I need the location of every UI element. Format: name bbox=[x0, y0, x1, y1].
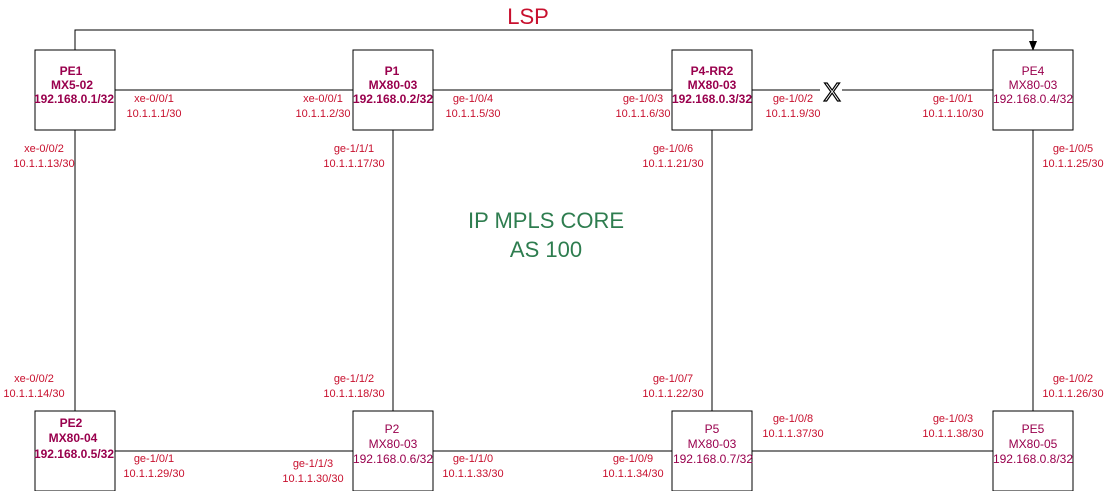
node-p5[interactable]: P5 MX80-03 192.168.0.7/32 bbox=[671, 410, 753, 491]
port-pe1-p1-b-ip: 10.1.1.2/30 bbox=[295, 108, 350, 120]
port-p1-p4-b-ip: 10.1.1.6/30 bbox=[615, 108, 670, 120]
node-p2-model: MX80-03 bbox=[369, 437, 418, 451]
node-pe5[interactable]: PE5 MX80-05 192.168.0.8/32 bbox=[992, 410, 1074, 491]
port-label: ge-1/0/4 10.1.1.5/30 bbox=[445, 93, 500, 120]
node-p4-rr2[interactable]: P4-RR2 MX80-03 192.168.0.3/32 bbox=[671, 49, 753, 131]
node-pe4[interactable]: PE4 MX80-03 192.168.0.4/32 bbox=[992, 49, 1074, 131]
port-label: ge-1/1/2 10.1.1.18/30 bbox=[323, 373, 384, 400]
port-p4-p5-b-ip: 10.1.1.22/30 bbox=[642, 388, 703, 400]
port-label: ge-1/0/7 10.1.1.22/30 bbox=[642, 373, 703, 400]
port-label: ge-1/0/1 10.1.1.29/30 bbox=[123, 453, 184, 480]
port-p4-p5-a-ip: 10.1.1.21/30 bbox=[642, 158, 703, 170]
node-p4-name: P4-RR2 bbox=[691, 64, 734, 78]
port-pe1-pe2-b-iface: xe-0/0/2 bbox=[14, 373, 54, 385]
node-p2[interactable]: P2 MX80-03 192.168.0.6/32 bbox=[352, 410, 434, 491]
port-label: ge-1/0/2 10.1.1.26/30 bbox=[1042, 373, 1103, 400]
port-pe2-p2-a-iface: ge-1/0/1 bbox=[134, 453, 174, 465]
lsp-path bbox=[74, 29, 1037, 51]
port-p4-pe4-b-iface: ge-1/0/1 bbox=[933, 93, 973, 105]
port-label: ge-1/0/3 10.1.1.6/30 bbox=[615, 93, 670, 120]
node-p5-loopback: 192.168.0.7/32 bbox=[673, 452, 753, 466]
port-p5-pe5-b-ip: 10.1.1.38/30 bbox=[922, 428, 983, 440]
port-pe1-p1-a-iface: xe-0/0/1 bbox=[134, 93, 174, 105]
node-p2-name: P2 bbox=[385, 422, 400, 436]
port-pe1-pe2-a-ip: 10.1.1.13/30 bbox=[13, 158, 74, 170]
node-p5-name: P5 bbox=[705, 422, 720, 436]
port-p4-p5-b-iface: ge-1/0/7 bbox=[653, 373, 693, 385]
node-pe1-loopback: 192.168.0.1/32 bbox=[34, 92, 114, 106]
port-p1-p4-a-ip: 10.1.1.5/30 bbox=[445, 108, 500, 120]
port-p2-p5-a-ip: 10.1.1.33/30 bbox=[442, 468, 503, 480]
port-p1-p4-a-iface: ge-1/0/4 bbox=[453, 93, 493, 105]
port-p4-pe4-a-ip: 10.1.1.9/30 bbox=[765, 108, 820, 120]
port-p4-pe4-b-ip: 10.1.1.10/30 bbox=[922, 108, 983, 120]
node-pe2[interactable]: PE2 MX80-04 192.168.0.5/32 bbox=[34, 410, 116, 491]
port-label: xe-0/0/1 10.1.1.2/30 bbox=[295, 93, 350, 120]
node-p1-name: P1 bbox=[385, 64, 400, 78]
port-label: ge-1/0/5 10.1.1.25/30 bbox=[1042, 143, 1103, 170]
port-label: xe-0/0/2 10.1.1.14/30 bbox=[3, 373, 64, 400]
node-p1-model: MX80-03 bbox=[369, 78, 418, 92]
port-label: xe-0/0/1 10.1.1.1/30 bbox=[126, 93, 181, 120]
port-pe4-pe5-b-ip: 10.1.1.26/30 bbox=[1042, 388, 1103, 400]
link-break-mask bbox=[820, 80, 842, 102]
node-p4-loopback: 192.168.0.3/32 bbox=[672, 92, 752, 106]
port-pe1-p1-a-ip: 10.1.1.1/30 bbox=[126, 108, 181, 120]
port-pe4-pe5-a-ip: 10.1.1.25/30 bbox=[1042, 158, 1103, 170]
port-p1-p4-b-iface: ge-1/0/3 bbox=[623, 93, 663, 105]
node-pe1-name: PE1 bbox=[60, 64, 83, 78]
port-label: ge-1/0/1 10.1.1.10/30 bbox=[922, 93, 983, 120]
port-pe4-pe5-a-iface: ge-1/0/5 bbox=[1053, 143, 1093, 155]
port-label: ge-1/1/0 10.1.1.33/30 bbox=[442, 453, 503, 480]
port-p1-p2-b-iface: ge-1/1/2 bbox=[334, 373, 374, 385]
link-break-icon: X bbox=[823, 77, 840, 107]
lsp-label: LSP bbox=[507, 4, 549, 29]
node-pe4-name: PE4 bbox=[1022, 64, 1045, 78]
port-p1-p2-b-ip: 10.1.1.18/30 bbox=[323, 388, 384, 400]
port-p4-pe4-a-iface: ge-1/0/2 bbox=[773, 93, 813, 105]
core-label-line2: AS 100 bbox=[510, 237, 582, 262]
port-pe1-pe2-a-iface: xe-0/0/2 bbox=[24, 143, 64, 155]
node-p1[interactable]: P1 MX80-03 192.168.0.2/32 bbox=[352, 49, 434, 131]
port-p1-p2-a-iface: ge-1/1/1 bbox=[334, 143, 374, 155]
node-pe1[interactable]: PE1 MX5-02 192.168.0.1/32 bbox=[34, 49, 116, 131]
port-label: ge-1/0/2 10.1.1.9/30 bbox=[765, 93, 820, 120]
port-p2-p5-b-ip: 10.1.1.34/30 bbox=[602, 468, 663, 480]
node-pe4-model: MX80-03 bbox=[1009, 78, 1058, 92]
port-p1-p2-a-ip: 10.1.1.17/30 bbox=[323, 158, 384, 170]
port-p4-p5-a-iface: ge-1/0/6 bbox=[653, 143, 693, 155]
node-p2-loopback: 192.168.0.6/32 bbox=[353, 452, 433, 466]
port-pe4-pe5-b-iface: ge-1/0/2 bbox=[1053, 373, 1093, 385]
port-label: ge-1/0/8 10.1.1.37/30 bbox=[762, 413, 823, 440]
port-p5-pe5-a-iface: ge-1/0/8 bbox=[773, 413, 813, 425]
port-p2-p5-b-iface: ge-1/0/9 bbox=[613, 453, 653, 465]
core-label-line1: IP MPLS CORE bbox=[468, 208, 624, 233]
node-pe1-model: MX5-02 bbox=[51, 78, 93, 92]
port-label: xe-0/0/2 10.1.1.13/30 bbox=[13, 143, 74, 170]
port-pe2-p2-b-ip: 10.1.1.30/30 bbox=[282, 473, 343, 485]
port-p5-pe5-b-iface: ge-1/0/3 bbox=[933, 413, 973, 425]
port-p2-p5-a-iface: ge-1/1/0 bbox=[453, 453, 493, 465]
port-p5-pe5-a-ip: 10.1.1.37/30 bbox=[762, 428, 823, 440]
node-p1-loopback: 192.168.0.2/32 bbox=[353, 92, 433, 106]
port-pe1-p1-b-iface: xe-0/0/1 bbox=[303, 93, 343, 105]
node-pe2-loopback: 192.168.0.5/32 bbox=[34, 447, 114, 461]
port-pe2-p2-b-iface: ge-1/1/3 bbox=[293, 458, 333, 470]
node-pe5-loopback: 192.168.0.8/32 bbox=[993, 452, 1073, 466]
port-pe2-p2-a-ip: 10.1.1.29/30 bbox=[123, 468, 184, 480]
node-pe2-model: MX80-04 bbox=[49, 431, 98, 445]
port-label: ge-1/0/9 10.1.1.34/30 bbox=[602, 453, 663, 480]
node-p5-model: MX80-03 bbox=[688, 437, 737, 451]
node-pe2-name: PE2 bbox=[60, 416, 83, 430]
node-p4-model: MX80-03 bbox=[688, 78, 737, 92]
port-label: ge-1/1/1 10.1.1.17/30 bbox=[323, 143, 384, 170]
node-pe5-name: PE5 bbox=[1022, 422, 1045, 436]
node-pe5-model: MX80-05 bbox=[1009, 437, 1058, 451]
port-label: ge-1/1/3 10.1.1.30/30 bbox=[282, 458, 343, 485]
node-pe4-loopback: 192.168.0.4/32 bbox=[993, 92, 1073, 106]
port-label: ge-1/0/3 10.1.1.38/30 bbox=[922, 413, 983, 440]
port-label: ge-1/0/6 10.1.1.21/30 bbox=[642, 143, 703, 170]
port-pe1-pe2-b-ip: 10.1.1.14/30 bbox=[3, 388, 64, 400]
